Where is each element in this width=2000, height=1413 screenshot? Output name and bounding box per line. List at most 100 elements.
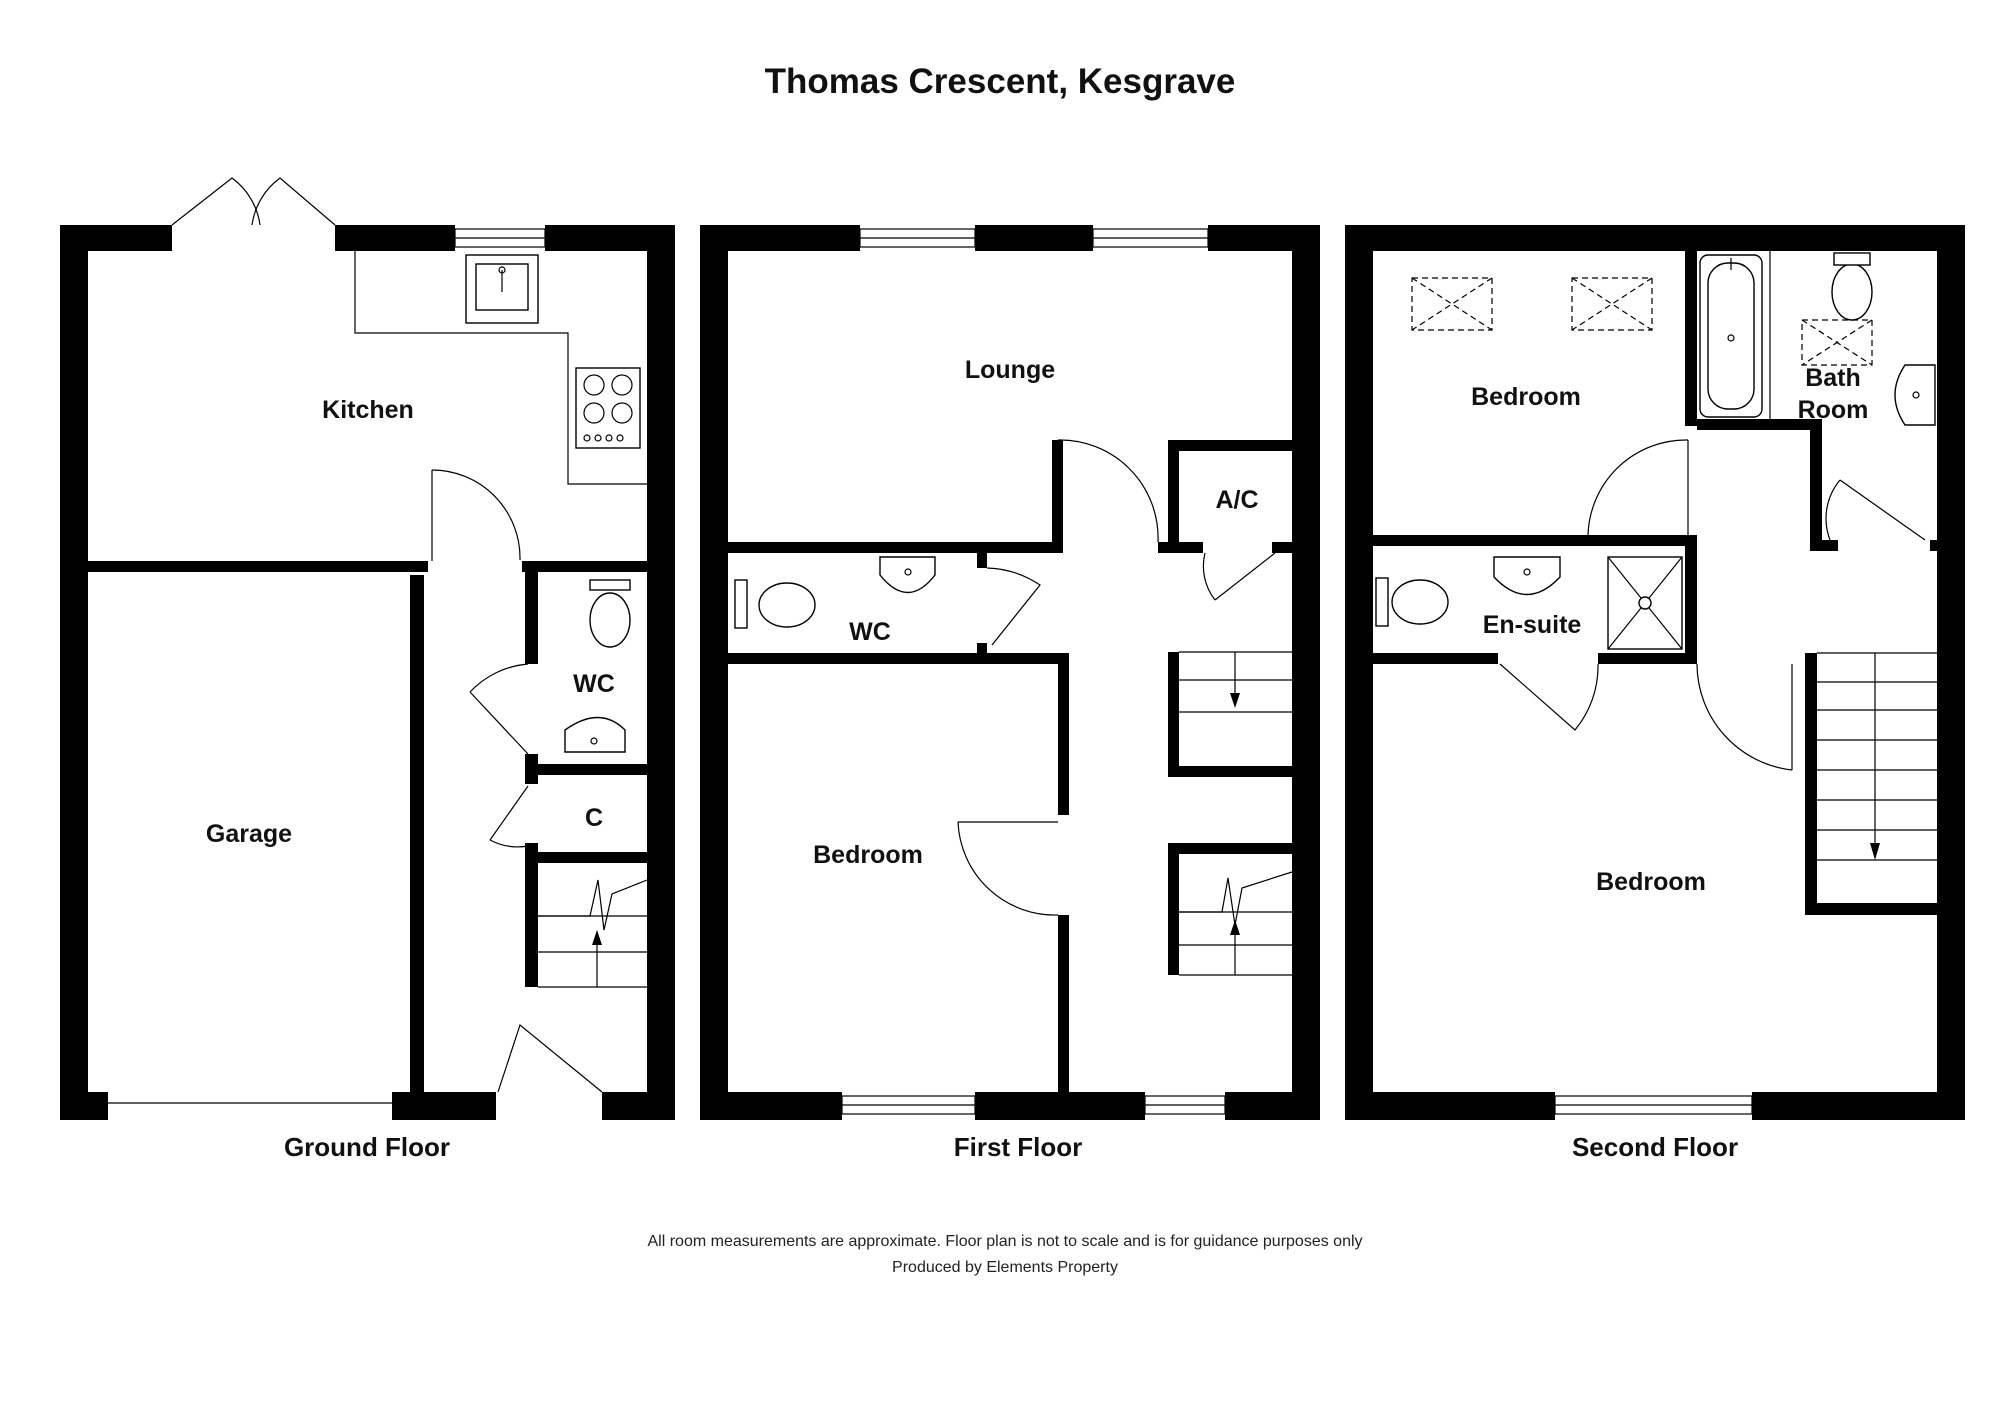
wall [1345,225,1373,1120]
room-label-wc: WC [573,670,615,698]
wall [977,643,987,664]
french-door-right [251,177,336,226]
wall [1930,540,1937,551]
toilet [1391,579,1449,625]
wall [525,852,647,863]
wall [1058,915,1069,1095]
wall [1168,843,1292,854]
door-leaf [1839,479,1926,541]
kitchen-worktop [354,251,647,485]
door-swing [1696,663,1793,771]
floor-label-second: Second Floor [1572,1132,1738,1162]
wall [1598,653,1697,664]
wall [1752,1092,1965,1120]
wall [410,575,424,1095]
wall [1168,440,1292,451]
room-label-bath: Bath [1805,364,1861,392]
wall [977,553,987,568]
basin [1493,556,1561,596]
basin [1894,364,1936,426]
french-door-left [171,177,261,226]
room-label-bedroom: Bedroom [813,841,923,869]
room-label-garage: Garage [206,820,292,848]
disclaimer-text: All room measurements are approximate. F… [647,1233,1362,1250]
wall [1805,903,1937,915]
credit-text: Produced by Elements Property [892,1259,1118,1276]
room-label-cupboard: C [585,804,603,832]
wall [700,225,728,1120]
wall [728,653,1068,664]
wall [60,225,88,1120]
basin [564,716,626,753]
skylight [1571,277,1653,331]
door-swing [469,663,529,693]
staircase-up [1179,871,1293,976]
ground-floor-plan: Kitchen Garage WC C Ground Floor [60,177,675,1162]
second-floor-plan: Bedroom Bath Room En-suite Bedroom Secon… [1345,225,1965,1162]
wall [1058,653,1069,815]
wall [392,1092,496,1120]
wall [525,561,538,664]
wall [647,225,675,1120]
wall [1272,542,1292,553]
first-floor-plan: Lounge A/C WC Bedroom First Floor [700,225,1320,1162]
door-leaf [489,785,529,841]
wall [700,1092,842,1120]
door-swing [1587,439,1689,536]
staircase-down [1817,652,1937,861]
door-leaf [1214,552,1276,601]
wall [728,542,1058,553]
wall [60,1092,108,1120]
skylight [1411,277,1493,331]
door-swing [1202,552,1216,601]
wall [1168,652,1179,770]
wall [975,225,1093,251]
door-swing [489,839,529,848]
wall [1158,542,1203,553]
room-label-kitchen: Kitchen [322,396,414,424]
wall [602,1092,675,1120]
staircase-down [1179,651,1292,713]
wall [525,852,538,987]
wall [1168,440,1179,550]
wall [1168,766,1292,777]
staircase [538,879,648,988]
door-swing [957,821,1059,916]
wall [975,1092,1145,1120]
wall [1373,535,1688,546]
toilet [589,592,631,648]
entrance-door [497,1023,603,1093]
wall [525,764,538,784]
wall [1937,225,1965,1120]
wall [1810,540,1838,551]
toilet [1831,263,1873,321]
wall [1345,1092,1555,1120]
wall [1805,653,1817,915]
wall [88,561,428,572]
wall [1168,843,1179,975]
toilet [758,582,816,628]
room-label-bedroom: Bedroom [1471,383,1581,411]
room-label-en-suite: En-suite [1483,611,1582,639]
wall [1685,535,1697,655]
wall [1292,225,1320,1120]
floor-label-ground: Ground Floor [284,1132,450,1162]
wall [1052,440,1063,553]
door-swing [431,469,521,561]
door-swing [1499,663,1599,731]
wall [1697,419,1817,430]
wall [522,561,647,572]
wall [1345,225,1965,251]
room-label-bath-room: Room [1798,396,1869,424]
door-swing [1057,439,1159,543]
wall [525,764,647,775]
door-swing [1825,479,1841,541]
plan-title: Thomas Crescent, Kesgrave [765,62,1236,101]
room-label-lounge: Lounge [965,356,1055,384]
room-label-main-bedroom: Bedroom [1596,868,1706,896]
room-label-wc: WC [849,618,891,646]
wall [1373,653,1498,664]
wall [335,225,455,251]
room-label-airing-cupboard: A/C [1215,486,1258,514]
